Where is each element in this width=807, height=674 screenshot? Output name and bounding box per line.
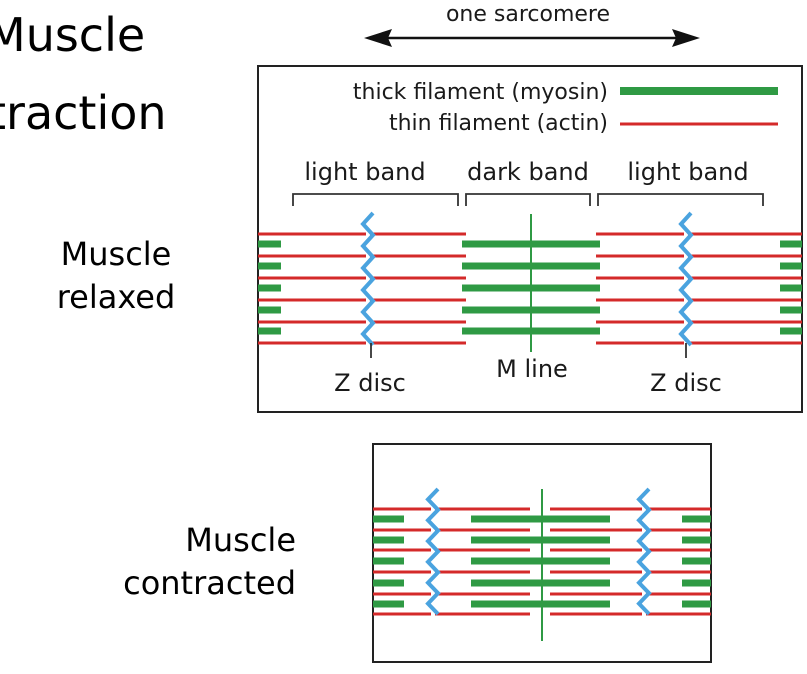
band-left-label: light band: [304, 158, 425, 186]
z-disc-left-label: Z disc: [334, 369, 406, 397]
band-middle-label: dark band: [467, 158, 589, 186]
relaxed-filaments: [258, 211, 802, 352]
title-line-2: traction: [0, 86, 167, 140]
band-right-bracket: [597, 193, 764, 206]
relaxed-label: Muscle relaxed: [36, 233, 196, 319]
contracted-label: Muscle contracted: [96, 519, 296, 605]
z-disc: [425, 487, 441, 616]
z-disc-right-label: Z disc: [650, 369, 722, 397]
sarcomere-label: one sarcomere: [446, 2, 610, 27]
band-middle-bracket: [465, 193, 591, 206]
legend-thick-label: thick filament (myosin): [353, 80, 608, 105]
band-right-label: light band: [627, 158, 748, 186]
contracted-filaments: [373, 487, 711, 641]
z-disc: [678, 211, 694, 347]
z-disc: [636, 487, 652, 616]
m-line-label: M line: [496, 355, 568, 383]
contracted-panel: [372, 443, 712, 663]
title-line-1: Muscle: [0, 8, 146, 62]
band-brackets: [292, 193, 764, 206]
legend-thin-label: thin filament (actin): [389, 111, 608, 136]
band-left-bracket: [292, 193, 459, 206]
relaxed-label-line1: Muscle: [60, 235, 172, 273]
relaxed-label-line2: relaxed: [56, 278, 176, 316]
z-disc: [360, 211, 376, 347]
contracted-label-line2: contracted: [123, 564, 296, 602]
relaxed-markers: [370, 343, 687, 358]
relaxed-panel: [257, 65, 803, 413]
contracted-label-line1: Muscle: [185, 521, 296, 559]
sarcomere-arrow: [364, 29, 700, 47]
